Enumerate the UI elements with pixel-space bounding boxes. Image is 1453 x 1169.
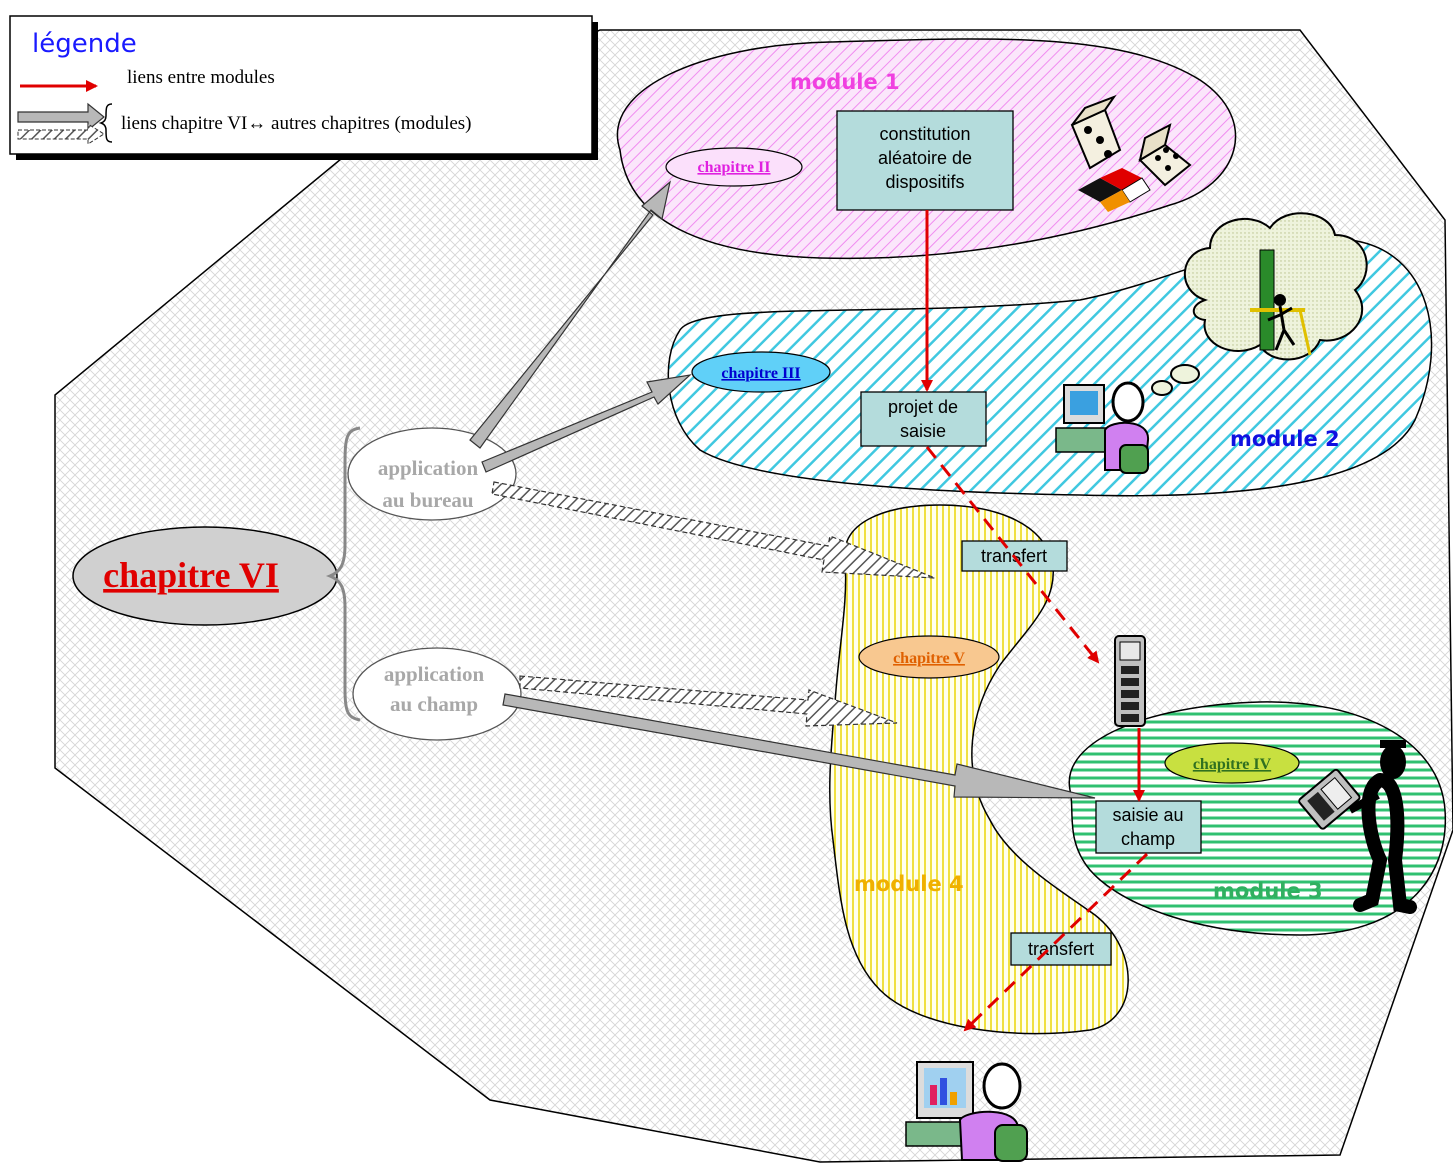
constitution-line3: dispositifs xyxy=(885,172,964,192)
application-bureau-line2: au bureau xyxy=(382,488,474,512)
chapter-v-node[interactable]: chapitre V xyxy=(858,635,1000,679)
brace xyxy=(325,426,361,722)
legend-red-label: liens entre modules xyxy=(127,67,275,88)
saisie-line2: champ xyxy=(1121,829,1175,849)
constitution-box[interactable]: constitution aléatoire de dispositifs xyxy=(836,110,1014,211)
application-champ-node[interactable]: application au champ xyxy=(352,647,522,741)
chapter-iii-label: chapitre III xyxy=(721,365,800,382)
person-at-desktop-icon xyxy=(905,1061,1028,1162)
handheld-device-icon xyxy=(1114,635,1146,727)
saisie-champ-box[interactable]: saisie au champ xyxy=(1095,800,1202,854)
application-champ-line1: application xyxy=(384,662,485,686)
chapter-v-label: chapitre V xyxy=(893,650,965,667)
application-champ-line2: au champ xyxy=(390,692,478,716)
application-bureau-node[interactable]: application au bureau xyxy=(347,427,517,521)
transfert-2-label: transfert xyxy=(1028,939,1094,959)
constitution-line2: aléatoire de xyxy=(878,148,972,168)
dashed-arrow-bureau-to-module-4 xyxy=(491,481,936,579)
dashed-arrow-champ-to-module-4 xyxy=(519,675,898,727)
legend-brace xyxy=(98,103,113,143)
projet-saisie-box[interactable]: projet de saisie xyxy=(860,391,987,447)
chapter-vi-node[interactable]: chapitre VI xyxy=(72,526,338,626)
chapter-iii-node[interactable]: chapitre III xyxy=(691,351,831,393)
color-chips-icon xyxy=(1078,168,1151,212)
chapter-vi-label: chapitre VI xyxy=(103,555,279,595)
module-3-label: module 3 xyxy=(1213,879,1323,903)
projet-line2: saisie xyxy=(900,421,946,441)
legend-grey-label: liens chapitre VI↔ autres chapitres (mod… xyxy=(121,113,472,134)
legend-dashed-arrow xyxy=(17,123,105,145)
transfert-box-2[interactable]: transfert xyxy=(1010,932,1112,966)
projet-line1: projet de xyxy=(888,397,958,417)
grey-arrow-bureau-to-chapter-iii xyxy=(481,374,692,473)
field-worker-icon xyxy=(1298,740,1417,914)
dice-icon xyxy=(1070,94,1192,187)
thought-cloud-icon xyxy=(1151,212,1368,396)
module-1-label: module 1 xyxy=(790,70,900,94)
module-4-label: module 4 xyxy=(854,872,964,896)
application-bureau-line1: application xyxy=(378,456,479,480)
red-dashed-saisie-to-desktop xyxy=(963,852,1149,1032)
person-at-computer-icon xyxy=(1055,381,1150,474)
chapter-iv-node[interactable]: chapitre IV xyxy=(1164,742,1300,784)
module-3-region xyxy=(1068,701,1447,936)
constitution-line1: constitution xyxy=(879,124,970,144)
module-2-label: module 2 xyxy=(1230,427,1340,451)
legend-box: légende liens entre modules liens chapit… xyxy=(9,15,598,160)
legend-title: légende xyxy=(32,29,137,59)
saisie-line1: saisie au xyxy=(1112,805,1183,825)
grey-arrow-bureau-to-chapter-ii xyxy=(469,180,671,449)
grey-arrow-champ-to-saisie xyxy=(502,693,1096,799)
chapter-iv-label: chapitre IV xyxy=(1193,756,1272,773)
legend-grey-arrow xyxy=(17,102,105,132)
chapter-ii-label: chapitre II xyxy=(697,159,770,176)
chapter-ii-node[interactable]: chapitre II xyxy=(665,147,803,187)
